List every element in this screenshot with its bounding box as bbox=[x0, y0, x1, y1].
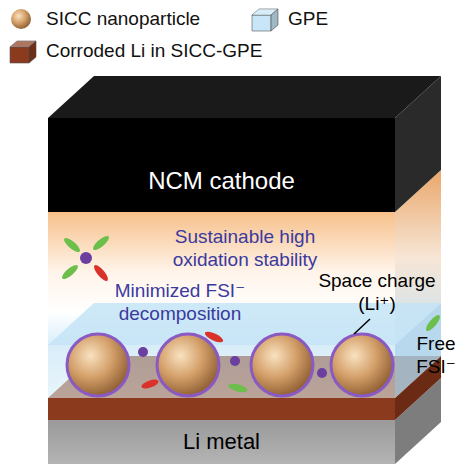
legend-entry: GPE bbox=[250, 6, 328, 32]
legend-entry: SICC nanoparticle bbox=[8, 6, 200, 32]
species-label: Free FSI⁻ bbox=[406, 333, 466, 379]
layer-name: NCM cathode bbox=[148, 167, 295, 196]
leader-line bbox=[354, 319, 370, 334]
li-metal-front bbox=[48, 420, 395, 464]
legend-sphere-sample bbox=[8, 6, 38, 32]
cathode-top bbox=[48, 76, 441, 118]
legend-swatch bbox=[8, 38, 38, 64]
layer-name: Li metal bbox=[183, 429, 260, 455]
effect-note: Minimized FSI⁻ decomposition bbox=[100, 280, 260, 326]
legend-entry: Corroded Li in SICC-GPE bbox=[8, 38, 262, 64]
anode-layer: Li metal bbox=[48, 420, 395, 464]
cathode-layer: NCM cathode bbox=[48, 150, 395, 212]
legend-text: Corroded Li in SICC-GPE bbox=[46, 40, 262, 62]
cathode-front bbox=[48, 118, 395, 212]
effect-note: Sustainable high oxidation stability bbox=[145, 226, 345, 272]
cathode-side bbox=[395, 76, 441, 212]
legend-text: GPE bbox=[288, 8, 328, 30]
legend-swatch bbox=[250, 6, 280, 32]
lithium-ions bbox=[80, 252, 327, 378]
species-label: Space charge (Li⁺) bbox=[312, 270, 442, 316]
legend-text: SICC nanoparticle bbox=[46, 8, 200, 30]
corroded-li-front bbox=[48, 398, 395, 420]
sicc-nanoparticles bbox=[67, 334, 393, 396]
